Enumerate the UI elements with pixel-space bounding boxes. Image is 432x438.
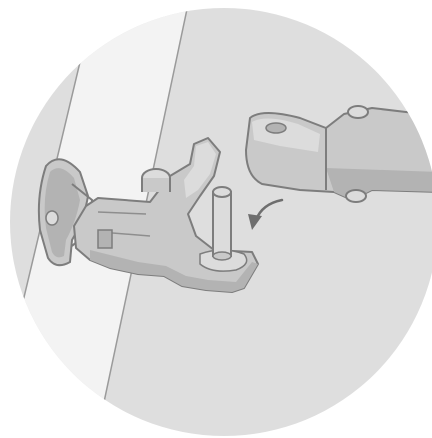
locking-pin-icon (213, 187, 231, 260)
